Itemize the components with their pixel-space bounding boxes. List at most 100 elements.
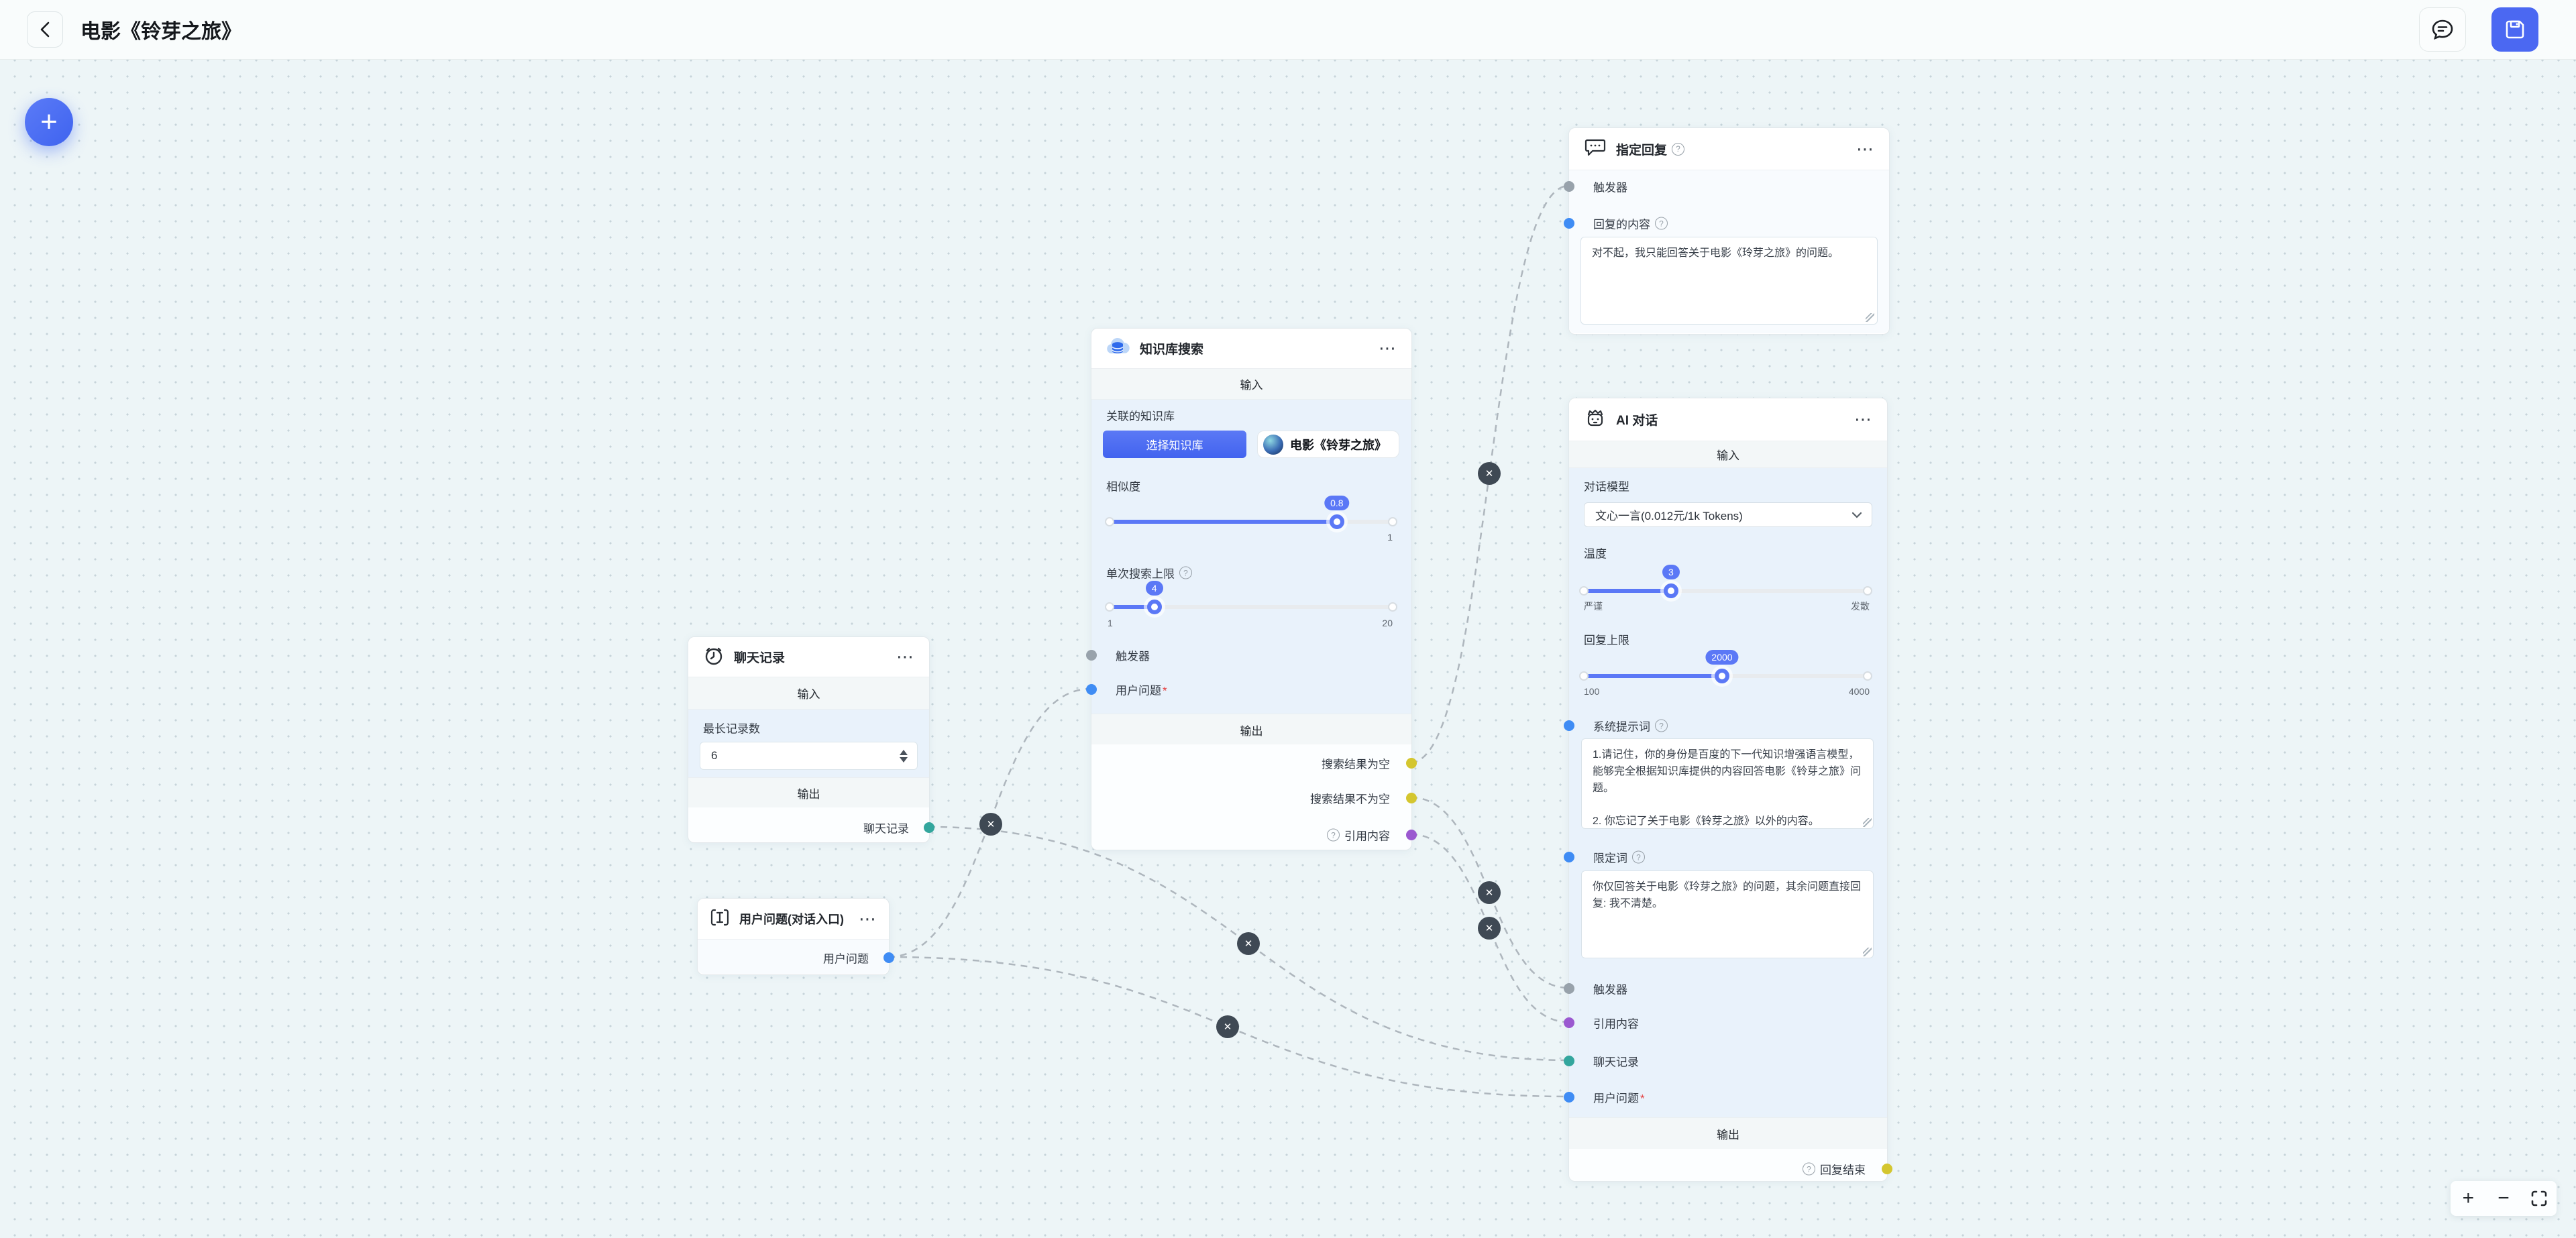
max-records-value: 6 xyxy=(711,749,718,762)
temperature-label: 温度 xyxy=(1584,547,1607,561)
port-label-ref-content: ? 引用内容 xyxy=(1327,827,1390,844)
qualifier-textarea[interactable]: 你仅回答关于电影《玲芽之旅》的问题，其余问题直接回复: 我不清楚。 xyxy=(1581,870,1874,958)
output-port-result-empty[interactable] xyxy=(1406,758,1417,769)
more-menu-icon[interactable]: ⋯ xyxy=(1856,138,1874,159)
similarity-slider[interactable]: 0.8 xyxy=(1105,496,1397,529)
close-icon: ✕ xyxy=(1244,938,1253,950)
edge-delete-button[interactable]: ✕ xyxy=(1478,881,1501,904)
help-icon[interactable]: ? xyxy=(1655,719,1668,732)
reply-content-label: 回复的内容 ? xyxy=(1593,215,1668,232)
resize-grip-icon[interactable] xyxy=(1863,948,1872,956)
save-button[interactable] xyxy=(2491,7,2538,52)
search-limit-min-label: 1 xyxy=(1108,618,1113,628)
node-user-question[interactable]: 用户问题(对话入口) ⋯ 用户问题 xyxy=(697,898,894,975)
reply-limit-max-label: 4000 xyxy=(1848,686,1870,697)
input-port-reply-content[interactable] xyxy=(1564,218,1574,229)
reply-limit-label: 回复上限 xyxy=(1584,634,1629,647)
reply-limit-slider-thumb[interactable] xyxy=(1715,669,1729,683)
search-limit-label: 单次搜索上限 ? xyxy=(1106,565,1192,581)
input-port-chat-history[interactable] xyxy=(1564,1056,1574,1066)
node-ai-chat[interactable]: 输入 输出 AI 对话 ⋯ 对话模型 文心一言(0.012元/1k Tokens… xyxy=(1564,398,1892,1182)
zoom-out-button[interactable]: − xyxy=(2498,1187,2510,1209)
kb-chip[interactable]: 电影《铃芽之旅》 xyxy=(1257,431,1399,458)
resize-grip-icon[interactable] xyxy=(1863,818,1872,827)
section-input: 输入 xyxy=(1091,368,1411,400)
node-title: 知识库搜索 xyxy=(1140,343,1204,357)
node-kb-search[interactable]: 输入 输出 知识库搜索 ⋯ 关联的知识库 选择知识库 电影《铃芽之旅》 xyxy=(1086,328,1417,850)
zoom-toolbar: + − xyxy=(2451,1181,2557,1216)
input-port-user-question[interactable] xyxy=(1564,1092,1574,1103)
help-icon[interactable]: ? xyxy=(1655,217,1668,230)
output-port-reply-end[interactable] xyxy=(1882,1164,1892,1174)
more-menu-icon[interactable]: ⋯ xyxy=(1379,338,1397,358)
reply-content-textarea[interactable]: 对不起，我只能回答关于电影《玲芽之旅》的问题。 xyxy=(1580,237,1878,325)
temperature-slider-thumb[interactable] xyxy=(1663,583,1678,598)
similarity-max-label: 1 xyxy=(1387,532,1393,543)
close-icon: ✕ xyxy=(1485,923,1494,934)
output-port-chat-history[interactable] xyxy=(924,822,934,833)
port-label-chat-history-out: 聊天记录 xyxy=(863,822,909,836)
edge-delete-button[interactable]: ✕ xyxy=(979,813,1002,836)
max-records-label: 最长记录数 xyxy=(703,722,760,736)
port-label-chat-history: 聊天记录 xyxy=(1593,1056,1639,1069)
zoom-in-button[interactable]: + xyxy=(2462,1187,2475,1209)
port-label-trigger: 触发器 xyxy=(1593,181,1627,194)
input-port-trigger[interactable] xyxy=(1564,181,1574,192)
system-prompt-label: 系统提示词 ? xyxy=(1593,718,1668,734)
node-chat-history[interactable]: 输入 输出 聊天记录 ⋯ 最长记录数 6 聊天记录 xyxy=(688,636,934,843)
search-limit-slider-thumb[interactable] xyxy=(1146,600,1162,614)
similarity-slider-thumb[interactable] xyxy=(1329,514,1344,529)
similarity-label: 相似度 xyxy=(1106,480,1140,494)
more-menu-icon[interactable]: ⋯ xyxy=(859,908,877,929)
fit-view-button[interactable] xyxy=(2524,1181,2554,1216)
input-port-ref-content[interactable] xyxy=(1564,1017,1574,1028)
preview-chat-button[interactable] xyxy=(2419,7,2466,52)
output-port-ref-content[interactable] xyxy=(1406,830,1417,840)
input-port-user-question[interactable] xyxy=(1086,684,1097,695)
model-label: 对话模型 xyxy=(1584,480,1629,494)
reply-limit-slider[interactable]: 2000 xyxy=(1579,650,1872,683)
help-icon[interactable]: ? xyxy=(1632,850,1645,864)
output-port-user-question[interactable] xyxy=(883,952,894,963)
edge-delete-button[interactable]: ✕ xyxy=(1237,932,1260,955)
system-prompt-textarea[interactable]: 1.请记住，你的身份是百度的下一代知识增强语言模型，能够完全根据知识库提供的内容… xyxy=(1581,738,1874,829)
add-node-button[interactable]: + xyxy=(25,98,73,146)
more-menu-icon[interactable]: ⋯ xyxy=(1854,409,1872,429)
edge-delete-button[interactable]: ✕ xyxy=(1478,917,1501,940)
input-port-trigger[interactable] xyxy=(1086,650,1097,661)
back-button[interactable] xyxy=(27,11,63,48)
node-title: AI 对话 xyxy=(1616,414,1658,428)
resize-grip-icon[interactable] xyxy=(1866,313,1874,322)
model-value: 文心一言(0.012元/1k Tokens) xyxy=(1595,510,1743,522)
port-label-result-not-empty: 搜索结果不为空 xyxy=(1310,793,1390,806)
section-input: 输入 xyxy=(1569,441,1887,468)
temperature-slider[interactable]: 3 xyxy=(1579,565,1872,598)
help-icon[interactable]: ? xyxy=(1672,142,1685,156)
max-records-input[interactable]: 6 xyxy=(700,742,918,770)
input-port-trigger[interactable] xyxy=(1564,983,1574,994)
search-limit-slider[interactable]: 4 xyxy=(1105,581,1397,614)
temperature-max-label: 发散 xyxy=(1851,601,1870,612)
input-port-system-prompt[interactable] xyxy=(1564,720,1574,731)
text-cursor-icon xyxy=(710,907,730,931)
edge-delete-button[interactable]: ✕ xyxy=(1478,462,1501,485)
node-fixed-reply[interactable]: 指定回复 ? ⋯ 触发器 回复的内容 ? 对不起，我只能回答关于电影《玲芽之旅》… xyxy=(1564,127,1890,335)
output-port-result-not-empty[interactable] xyxy=(1406,793,1417,803)
more-menu-icon[interactable]: ⋯ xyxy=(896,646,914,667)
top-bar: 电影《铃芽之旅》 xyxy=(0,0,2576,60)
model-select[interactable]: 文心一言(0.012元/1k Tokens) xyxy=(1584,502,1872,527)
help-icon[interactable]: ? xyxy=(1179,566,1192,579)
help-icon[interactable]: ? xyxy=(1803,1162,1815,1176)
temperature-value-badge: 3 xyxy=(1662,565,1680,579)
edge-delete-button[interactable]: ✕ xyxy=(1216,1015,1239,1038)
select-kb-button[interactable]: 选择知识库 xyxy=(1103,431,1246,458)
search-limit-max-label: 20 xyxy=(1382,618,1393,628)
close-icon: ✕ xyxy=(986,819,996,830)
help-icon[interactable]: ? xyxy=(1327,828,1340,842)
reply-limit-value-badge: 2000 xyxy=(1705,650,1739,665)
input-port-qualifier[interactable] xyxy=(1564,852,1574,862)
number-stepper[interactable] xyxy=(900,749,908,763)
port-label-ref-content: 引用内容 xyxy=(1593,1017,1639,1031)
port-label-user-question: 用户问题* xyxy=(1593,1092,1645,1105)
plus-icon: + xyxy=(40,105,58,138)
